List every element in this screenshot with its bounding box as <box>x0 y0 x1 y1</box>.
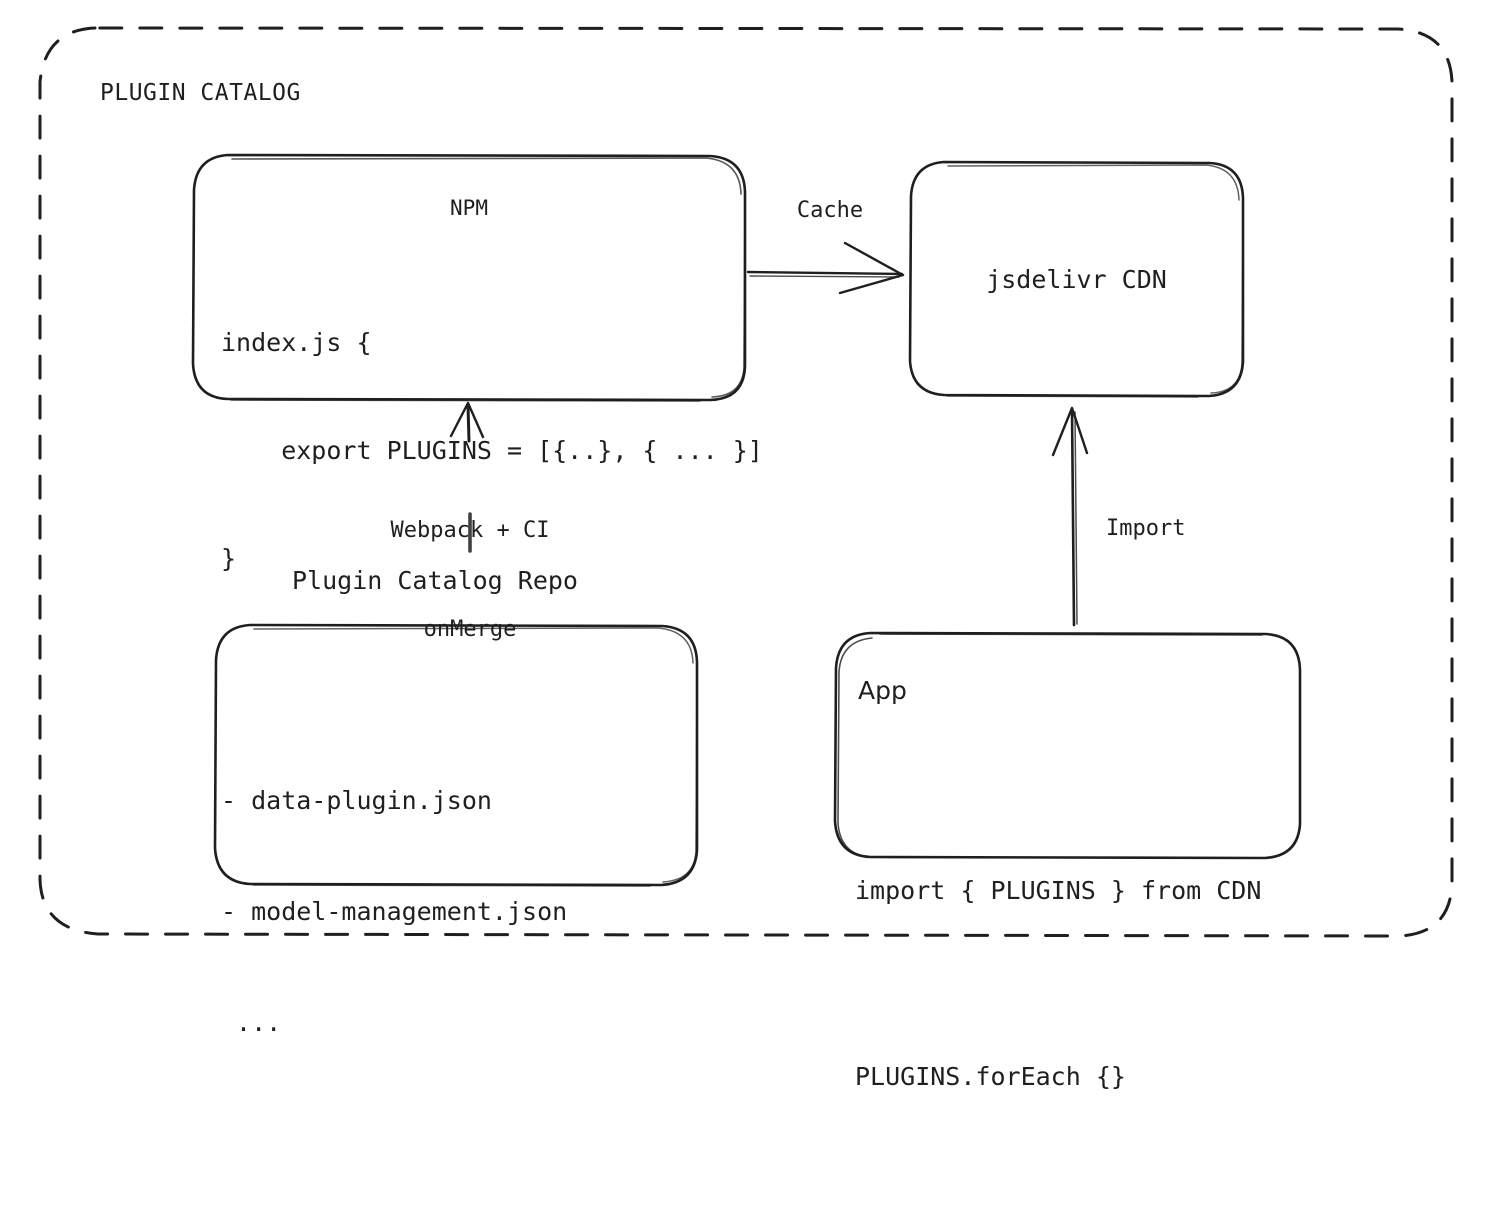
cdn-node-title: jsdelivr CDN <box>986 265 1167 294</box>
edge-label-line: Webpack + CI <box>390 518 550 543</box>
app-code-line: import { PLUGINS } from CDN <box>855 876 1262 905</box>
edge-label-webpack-ci: Webpack + CI onMerge <box>345 448 595 712</box>
repo-list-item: - data-plugin.json <box>221 786 492 815</box>
npm-node-title: NPM <box>450 196 488 220</box>
app-node-code: import { PLUGINS } from CDN PLUGINS.forE… <box>855 736 1261 1232</box>
npm-code-line: } <box>221 544 237 573</box>
edge-label-cache: Cache <box>796 198 864 223</box>
edge-label-line: onMerge <box>423 617 517 642</box>
plugin-catalog-group-label: PLUGIN CATALOG <box>100 80 301 106</box>
app-node-title: App <box>858 676 907 705</box>
diagram-canvas: PLUGIN CATALOG NPM index.js { export PLU… <box>38 26 1454 1091</box>
npm-node-code: index.js { export PLUGINS = [{..}, { ...… <box>221 253 763 649</box>
edge-label-import: Import <box>1106 516 1186 541</box>
app-code-line: PLUGINS.forEach {} <box>855 1062 1126 1091</box>
edge-app-to-cdn-arrow <box>1051 406 1089 627</box>
repo-node-caption: Plugin Catalog Repo <box>292 566 578 595</box>
npm-code-line: export PLUGINS = [{..}, { ... }] <box>221 436 763 465</box>
repo-list-item: ... <box>221 1008 282 1037</box>
repo-node-file-list: - data-plugin.json - model-management.js… <box>221 708 567 1115</box>
repo-list-item: - model-management.json <box>221 897 568 926</box>
npm-code-line: index.js { <box>221 328 372 357</box>
edge-npm-to-cdn-arrow <box>746 241 905 295</box>
